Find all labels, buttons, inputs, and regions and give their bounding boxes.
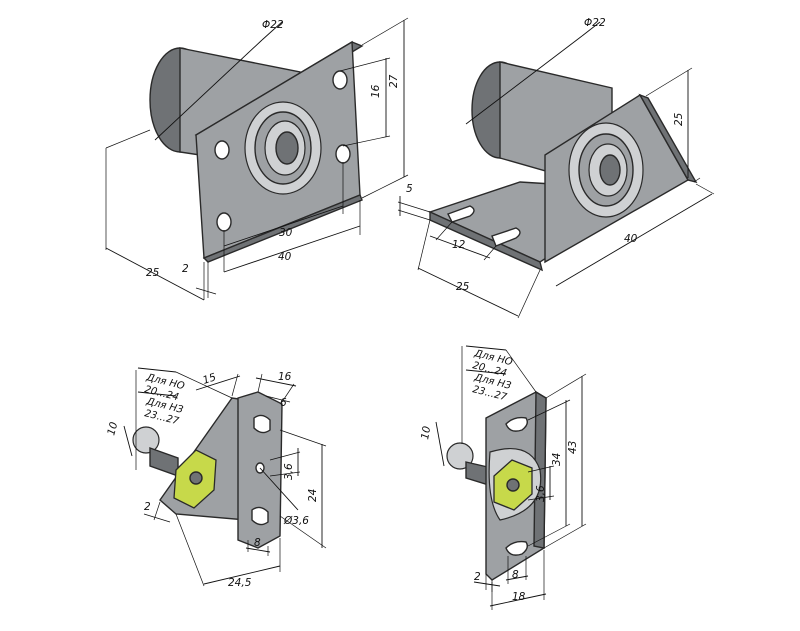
dim-40: 40 <box>624 233 638 245</box>
dim-15: 15 <box>201 371 218 387</box>
ball-stud <box>132 426 160 454</box>
dim-diameter-3-6: Ø3,6 <box>283 515 309 527</box>
dim-34: 34 <box>551 453 563 466</box>
dim-8: 8 <box>254 537 261 549</box>
dim-25: 25 <box>146 267 160 279</box>
dim-40: 40 <box>278 251 292 263</box>
dim-43: 43 <box>567 441 579 454</box>
dim-16: 16 <box>370 84 382 98</box>
mount-hole <box>216 212 232 232</box>
bearing-bore <box>275 131 299 165</box>
slot-hole <box>253 414 271 434</box>
slot-hole <box>491 227 521 247</box>
dim-diameter: Φ22 <box>262 19 284 31</box>
dim-3-6: 3,6 <box>283 463 295 480</box>
bearing-bore <box>599 154 621 186</box>
mount-hole <box>214 140 230 160</box>
dim-6: 6 <box>280 397 287 409</box>
dim-8: 8 <box>512 569 519 581</box>
slot-hole <box>505 540 529 556</box>
slot-hole <box>505 416 529 432</box>
dim-3-6: 3,6 <box>535 485 547 502</box>
view-flat-bracket: Для НО 20...24 Для НЗ 23...27 10 43 34 3… <box>419 345 587 610</box>
mount-hole <box>335 144 351 164</box>
view-flange-mount: Φ22 27 16 30 40 25 2 <box>105 17 409 301</box>
dim-27: 27 <box>388 74 400 88</box>
view-angle-bracket: Для НО 20...24 Для НЗ 23...27 10 15 16 6… <box>105 367 327 589</box>
dim-24: 24 <box>307 489 319 502</box>
dim-diameter: Φ22 <box>584 17 606 29</box>
dim-25-vertical: 25 <box>673 112 685 126</box>
dim-10: 10 <box>105 420 120 436</box>
dim-18: 18 <box>512 591 526 603</box>
dim-2: 2 <box>474 571 481 583</box>
slot-hole <box>447 205 475 223</box>
dim-30: 30 <box>279 227 293 239</box>
dim-5: 5 <box>406 183 413 195</box>
view-foot-mount: Φ22 25 5 12 25 40 <box>397 17 715 319</box>
dim-2: 2 <box>182 263 189 275</box>
dim-24-5: 24,5 <box>228 577 252 589</box>
slot-hole <box>251 506 269 526</box>
dim-25: 25 <box>456 281 470 293</box>
dim-16: 16 <box>278 371 292 383</box>
dim-2: 2 <box>144 501 151 513</box>
dim-12: 12 <box>452 239 466 251</box>
dim-10: 10 <box>419 425 433 441</box>
mount-hole <box>332 70 348 90</box>
